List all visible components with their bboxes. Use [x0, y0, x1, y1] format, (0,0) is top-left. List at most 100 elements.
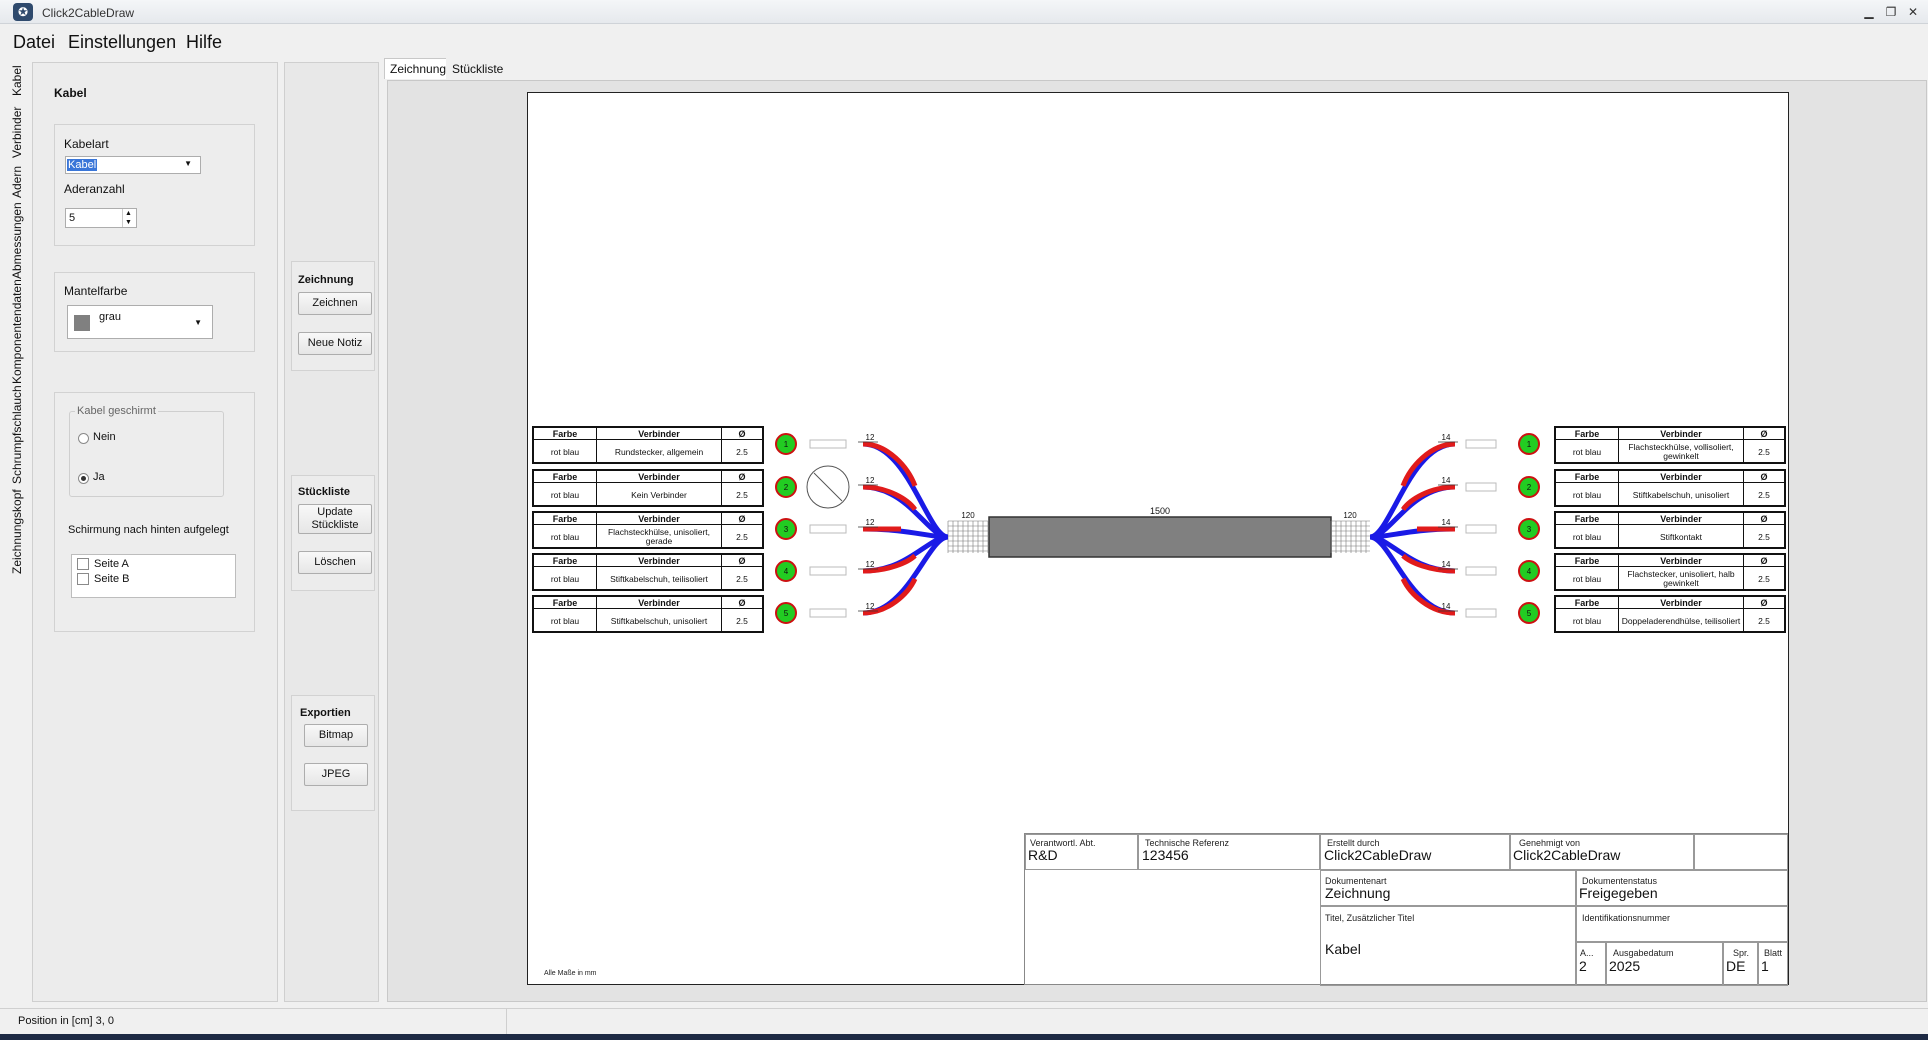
- vertical-tab-bar: Kabel Verbinder Adern Abmessungen Kompon…: [0, 60, 32, 1005]
- tb-ref: Technische Referenz 123456: [1138, 834, 1320, 870]
- wire-length-left-4: 12: [866, 560, 875, 569]
- cell-verbinder: Doppeladerendhülse, teilisoliert: [1619, 609, 1744, 633]
- wire-marker-left-5: [775, 602, 797, 624]
- header-diameter: Ø: [1744, 513, 1784, 525]
- mantelfarbe-label: Mantelfarbe: [64, 284, 128, 298]
- cell-verbinder: Stiftkabelschuh, unisoliert: [597, 609, 722, 633]
- taskbar: [0, 1034, 1928, 1040]
- a-label: A...: [1580, 948, 1594, 958]
- seite-a-checkbox[interactable]: [77, 558, 89, 570]
- wire-marker-right-3: [1518, 518, 1540, 540]
- tab-abmessungen[interactable]: Abmessungen: [10, 202, 24, 279]
- wire-left-2-red: [862, 484, 918, 512]
- neue-notiz-button[interactable]: Neue Notiz: [298, 332, 372, 355]
- wire-marker-left-4: [775, 560, 797, 582]
- tab-zeichnung[interactable]: Zeichnung: [384, 58, 453, 79]
- cell-verbinder: Rundstecker, allgemein: [597, 440, 722, 464]
- seite-b-checkbox[interactable]: [77, 573, 89, 585]
- wire-marker-right-4: [1518, 560, 1540, 582]
- cell-verbinder: Flachsteckhülse, vollisoliert, gewinkelt: [1619, 440, 1744, 464]
- header-verbinder: Verbinder: [1619, 471, 1744, 483]
- wire-length-right-1: 14: [1442, 433, 1451, 442]
- wire-length-right-2: 14: [1442, 476, 1451, 485]
- ref-value: 123456: [1142, 847, 1189, 863]
- tb-blatt: Blatt 1: [1758, 942, 1788, 986]
- header-diameter: Ø: [722, 471, 762, 483]
- menu-hilfe[interactable]: Hilfe: [186, 32, 223, 52]
- wire-number-left-4: 4: [784, 567, 789, 576]
- zeichnen-button[interactable]: Zeichnen: [298, 292, 372, 315]
- connector-right-2: [1465, 482, 1497, 492]
- nein-radio[interactable]: [78, 433, 89, 444]
- loeschen-button[interactable]: Löschen: [298, 551, 372, 574]
- cell-farbe: rot blau: [1556, 609, 1619, 633]
- jpeg-button[interactable]: JPEG: [304, 763, 368, 786]
- menu-einstellungen[interactable]: Einstellungen: [68, 32, 177, 52]
- round-connector-shape: [806, 465, 850, 509]
- kabelart-select[interactable]: Kabel ▼: [65, 156, 201, 174]
- header-farbe: Farbe: [534, 471, 597, 483]
- seite-b-label: Seite B: [94, 573, 130, 585]
- cell-farbe: rot blau: [534, 440, 597, 464]
- tab-stueckliste[interactable]: Stückliste: [446, 58, 510, 79]
- cell-verbinder: Flachsteckhülse, unisoliert, gerade: [597, 525, 722, 549]
- cell-diameter: 2.5: [1758, 489, 1770, 500]
- mantelfarbe-select[interactable]: grau ▼: [67, 305, 213, 339]
- cell-farbe: rot blau: [1556, 567, 1619, 591]
- docstatus-value: Freigegeben: [1579, 885, 1658, 901]
- tb-ausgabe: Ausgabedatum 2025: [1606, 942, 1723, 986]
- header-diameter: Ø: [1744, 555, 1784, 567]
- header-farbe: Farbe: [1556, 471, 1619, 483]
- wire-number-right-3: 3: [1527, 525, 1532, 534]
- header-farbe: Farbe: [1556, 513, 1619, 525]
- menu-datei[interactable]: Datei: [13, 32, 56, 52]
- spin-arrows-icon[interactable]: ▲▼: [122, 209, 134, 227]
- restore-icon[interactable]: ❐: [1885, 5, 1897, 19]
- close-icon[interactable]: ✕: [1907, 5, 1919, 19]
- header-farbe: Farbe: [534, 513, 597, 525]
- seite-a-label: Seite A: [94, 558, 129, 570]
- connector-left-1: [809, 439, 847, 449]
- window-title: Click2CableDraw: [42, 6, 135, 20]
- cell-diameter: 2.5: [1758, 615, 1770, 626]
- wire-right-1-red: [1400, 441, 1456, 487]
- tab-schrumpfschlauch[interactable]: Schrumpfschlauch: [10, 385, 24, 484]
- terminal-shape: [1465, 524, 1497, 534]
- tb-docart: Dokumentenart Zeichnung: [1320, 870, 1576, 906]
- cell-diameter: 2.5: [736, 615, 748, 626]
- round-connector-shape: [813, 472, 843, 502]
- tab-zeichnungskopf[interactable]: Zeichnungskopf: [10, 489, 24, 574]
- connector-left-2: [806, 465, 850, 509]
- wire-length-left-1: 12: [866, 433, 875, 442]
- header-diameter: Ø: [1744, 471, 1784, 483]
- wire-number-right-2: 2: [1527, 483, 1532, 492]
- cell-verbinder: Flachstecker, unisoliert, halb gewinkelt: [1619, 567, 1744, 591]
- wire-number-left-3: 3: [784, 525, 789, 534]
- status-divider: [506, 1009, 507, 1035]
- header-farbe: Farbe: [1556, 597, 1619, 609]
- update-stueckliste-button[interactable]: Update Stückliste: [298, 504, 372, 534]
- stueckliste-group: Stückliste Update Stückliste Löschen: [291, 475, 375, 591]
- minimize-icon[interactable]: ▁: [1864, 5, 1874, 19]
- ausgabe-value: 2025: [1609, 958, 1641, 974]
- bitmap-button[interactable]: Bitmap: [304, 724, 368, 747]
- connector-right-1: [1465, 439, 1497, 449]
- nein-label: Nein: [93, 431, 116, 443]
- aderanzahl-stepper[interactable]: 5 ▲▼: [65, 208, 137, 228]
- tab-adern[interactable]: Adern: [10, 165, 24, 198]
- header-verbinder: Verbinder: [1619, 597, 1744, 609]
- ja-radio[interactable]: [78, 473, 89, 484]
- app-logo-icon: ✪: [13, 3, 33, 21]
- tab-verbinder[interactable]: Verbinder: [10, 106, 24, 158]
- tab-kabel[interactable]: Kabel: [10, 65, 24, 96]
- header-verbinder: Verbinder: [597, 555, 722, 567]
- mantelfarbe-group: Mantelfarbe grau ▼: [54, 272, 255, 352]
- kabel-panel: Kabel Kabelart Kabel ▼ Aderanzahl 5 ▲▼ M…: [32, 62, 278, 1002]
- header-diameter: Ø: [722, 555, 762, 567]
- tab-komponentendaten[interactable]: Komponentendaten: [10, 279, 24, 384]
